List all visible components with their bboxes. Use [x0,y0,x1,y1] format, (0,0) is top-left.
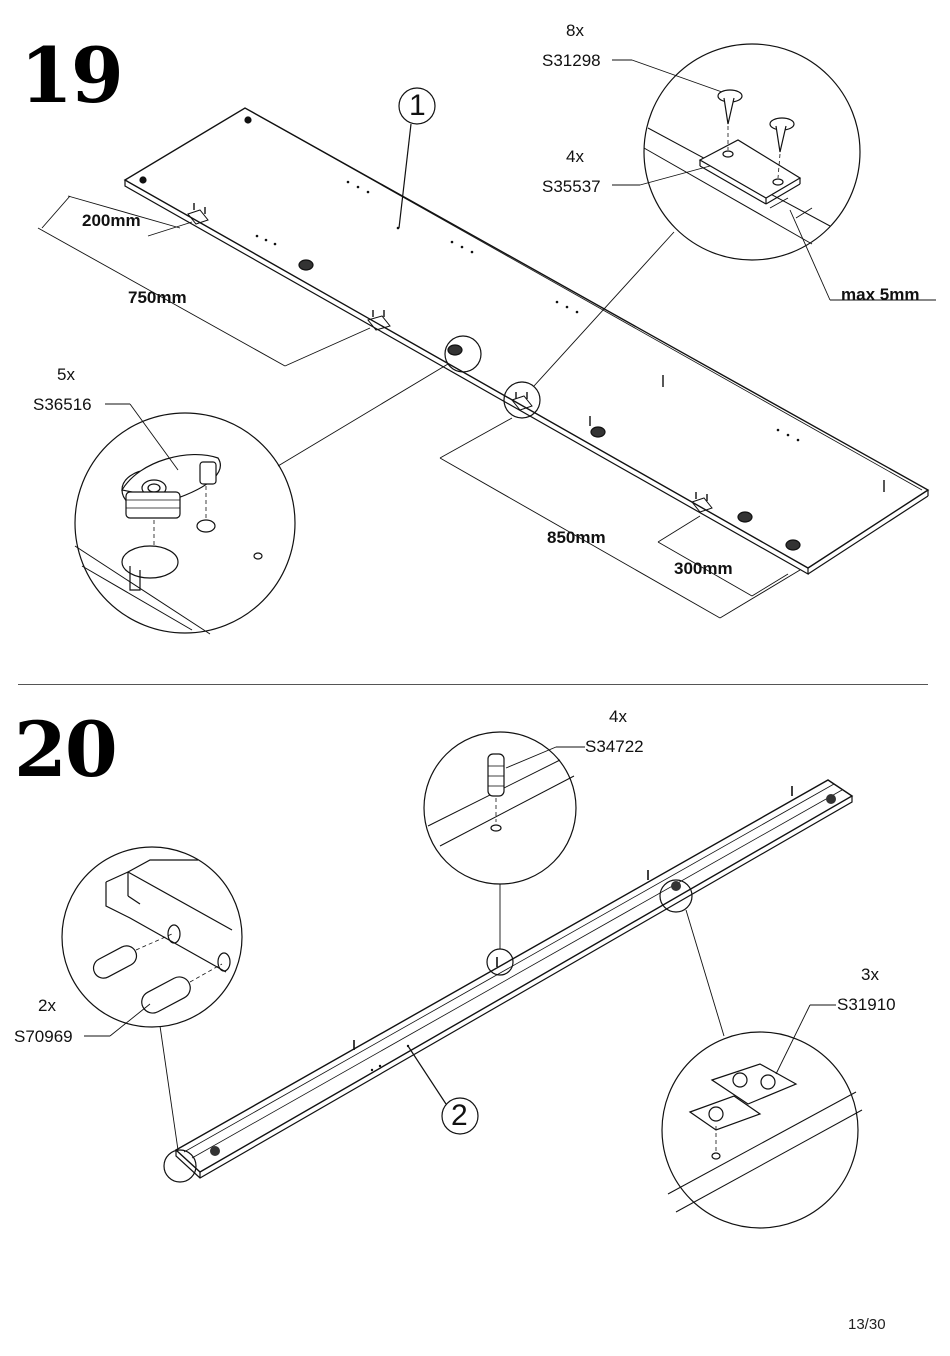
step-number-19: 19 [20,31,124,120]
part-code-s36516: S36516 [33,395,92,414]
step19-panel [37,43,936,635]
part-qty-s36516: 5x [57,365,75,384]
part-code-s35537: S35537 [542,177,601,196]
part-callout-1: 1 [409,89,426,122]
step-number-20: 20 [14,705,118,794]
part-qty-s31298: 8x [566,21,584,40]
step20-rail [61,731,863,1229]
dimension-300mm: 300mm [674,559,733,578]
part-code-s31298: S31298 [542,51,601,70]
part-callout-2: 2 [451,1099,468,1132]
part-qty-s34722: 4x [609,707,627,726]
part-qty-s70969: 2x [38,996,56,1015]
part-code-s34722: S34722 [585,737,644,756]
part-code-s70969: S70969 [14,1027,73,1046]
dimension-750mm: 750mm [128,288,187,307]
page-number: 13/30 [848,1316,886,1333]
dimension-200mm: 200mm [82,211,141,230]
part-qty-s31910: 3x [861,965,879,984]
part-code-s31910: S31910 [837,995,896,1014]
step-divider [18,684,928,685]
dimension-max-5mm: max 5mm [841,285,920,304]
dimension-850mm: 850mm [547,528,606,547]
part-qty-s35537: 4x [566,147,584,166]
